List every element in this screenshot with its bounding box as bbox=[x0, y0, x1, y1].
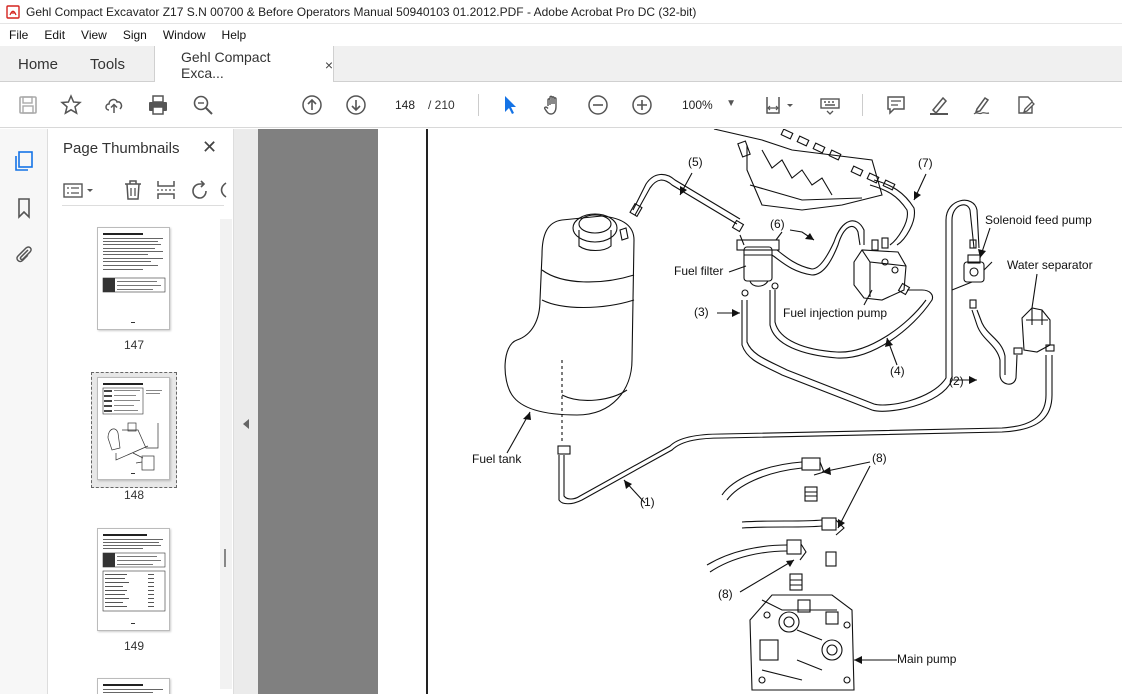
tab-document-label: Gehl Compact Exca... bbox=[181, 48, 271, 81]
label-hose-2: (2) bbox=[949, 374, 964, 388]
label-fuel-tank: Fuel tank bbox=[472, 452, 522, 466]
title-bar: Gehl Compact Excavator Z17 S.N 00700 & B… bbox=[0, 0, 1122, 24]
page-thumbnails-panel: Page Thumbnails ✕ bbox=[48, 129, 234, 694]
zoom-search-icon[interactable] bbox=[191, 93, 215, 117]
menu-bar: File Edit View Sign Window Help bbox=[0, 24, 1122, 46]
tab-bar: Home Tools Gehl Compact Exca... × bbox=[0, 46, 1122, 83]
label-hose-1: (1) bbox=[640, 495, 655, 509]
label-hose-8-upper: (8) bbox=[872, 451, 887, 465]
cloud-upload-icon[interactable] bbox=[102, 93, 126, 117]
label-hose-3: (3) bbox=[694, 305, 709, 319]
keyboard-icon[interactable] bbox=[818, 93, 842, 117]
main-toolbar: 148 / 210 100% ▼ bbox=[0, 82, 1122, 128]
menu-edit[interactable]: Edit bbox=[44, 28, 66, 42]
acrobat-app-icon bbox=[6, 4, 20, 19]
menu-file[interactable]: File bbox=[9, 28, 29, 42]
panel-splitter[interactable] bbox=[234, 129, 260, 694]
thumbnail-scrollbar[interactable] bbox=[220, 219, 232, 689]
highlight-pen-icon[interactable] bbox=[927, 93, 951, 117]
menu-window[interactable]: Window bbox=[162, 28, 206, 42]
pdf-page[interactable]: (5) (7) (6) Solenoid feed pump Water sep… bbox=[426, 129, 1118, 694]
thumbnail-label: 149 bbox=[123, 639, 145, 653]
fit-page-icon[interactable] bbox=[762, 93, 786, 117]
close-panel-icon[interactable]: ✕ bbox=[202, 137, 218, 157]
page-margin bbox=[378, 129, 426, 694]
page-thumbnail-current[interactable] bbox=[97, 377, 170, 480]
page-thumbnail[interactable] bbox=[97, 678, 170, 694]
previous-page-icon[interactable] bbox=[300, 93, 324, 117]
label-main-pump: Main pump bbox=[897, 652, 957, 666]
scrollbar-grip[interactable] bbox=[224, 549, 226, 567]
window-title: Gehl Compact Excavator Z17 S.N 00700 & B… bbox=[26, 4, 697, 19]
document-scrollbar[interactable] bbox=[1116, 129, 1122, 694]
comment-icon[interactable] bbox=[884, 93, 908, 117]
tab-tools[interactable]: Tools bbox=[90, 55, 126, 73]
attachments-icon[interactable] bbox=[12, 242, 36, 266]
print-icon[interactable] bbox=[146, 93, 170, 117]
delete-page-icon[interactable] bbox=[122, 179, 144, 201]
label-water-separator: Water separator bbox=[1007, 258, 1093, 272]
bookmark-star-icon[interactable] bbox=[59, 93, 83, 117]
thumbnail-label: 148 bbox=[123, 488, 145, 502]
toolbar-divider bbox=[478, 94, 479, 116]
label-hose-4: (4) bbox=[890, 364, 905, 378]
hand-tool-icon[interactable] bbox=[541, 93, 565, 117]
zoom-level-value: 100% bbox=[682, 98, 713, 112]
fuel-system-diagram bbox=[504, 129, 1055, 691]
menu-help[interactable]: Help bbox=[221, 28, 247, 42]
more-tools-icon[interactable] bbox=[218, 179, 230, 201]
page-number-input[interactable]: 148 bbox=[385, 93, 425, 117]
tab-document[interactable]: Gehl Compact Exca... × bbox=[154, 46, 334, 83]
zoom-in-icon[interactable] bbox=[630, 93, 654, 117]
next-page-icon[interactable] bbox=[344, 93, 368, 117]
save-icon[interactable] bbox=[16, 93, 40, 117]
zoom-level-dropdown[interactable]: 100% ▼ bbox=[674, 93, 744, 117]
page-thumbnail[interactable] bbox=[97, 528, 170, 631]
document-background bbox=[258, 129, 378, 694]
draw-sign-icon[interactable] bbox=[970, 93, 994, 117]
page-thumbnail[interactable] bbox=[97, 227, 170, 330]
chevron-down-icon: ▼ bbox=[726, 98, 736, 109]
menu-sign[interactable]: Sign bbox=[122, 28, 147, 42]
panel-divider bbox=[62, 205, 224, 206]
select-cursor-icon[interactable] bbox=[498, 93, 522, 117]
thumbnail-tools bbox=[48, 171, 234, 207]
label-fuel-injection-pump: Fuel injection pump bbox=[783, 306, 888, 320]
thumbnail-label: 147 bbox=[123, 338, 145, 352]
tab-home[interactable]: Home bbox=[18, 55, 59, 73]
menu-view[interactable]: View bbox=[81, 28, 107, 42]
fit-page-chevron-icon[interactable] bbox=[784, 93, 796, 117]
bookmarks-icon[interactable] bbox=[12, 196, 36, 220]
close-tab-icon[interactable]: × bbox=[324, 56, 333, 73]
page-total: / 210 bbox=[428, 98, 455, 112]
page-thumbnails-icon[interactable] bbox=[12, 149, 36, 173]
label-fuel-filter: Fuel filter bbox=[674, 264, 724, 278]
zoom-out-icon[interactable] bbox=[586, 93, 610, 117]
navigation-rail bbox=[0, 129, 48, 694]
label-hose-8-lower: (8) bbox=[718, 587, 733, 601]
panel-title: Page Thumbnails bbox=[63, 140, 180, 157]
extract-pages-icon[interactable] bbox=[155, 179, 177, 201]
collapse-panel-icon[interactable] bbox=[243, 419, 249, 429]
label-hose-6: (6) bbox=[770, 217, 785, 231]
options-menu-icon[interactable] bbox=[62, 179, 98, 201]
edit-pdf-icon[interactable] bbox=[1014, 93, 1038, 117]
label-solenoid-feed-pump: Solenoid feed pump bbox=[985, 213, 1092, 227]
label-hose-5: (5) bbox=[688, 155, 703, 169]
label-hose-7: (7) bbox=[918, 156, 933, 170]
rotate-page-icon[interactable] bbox=[189, 179, 211, 201]
toolbar-divider bbox=[862, 94, 863, 116]
